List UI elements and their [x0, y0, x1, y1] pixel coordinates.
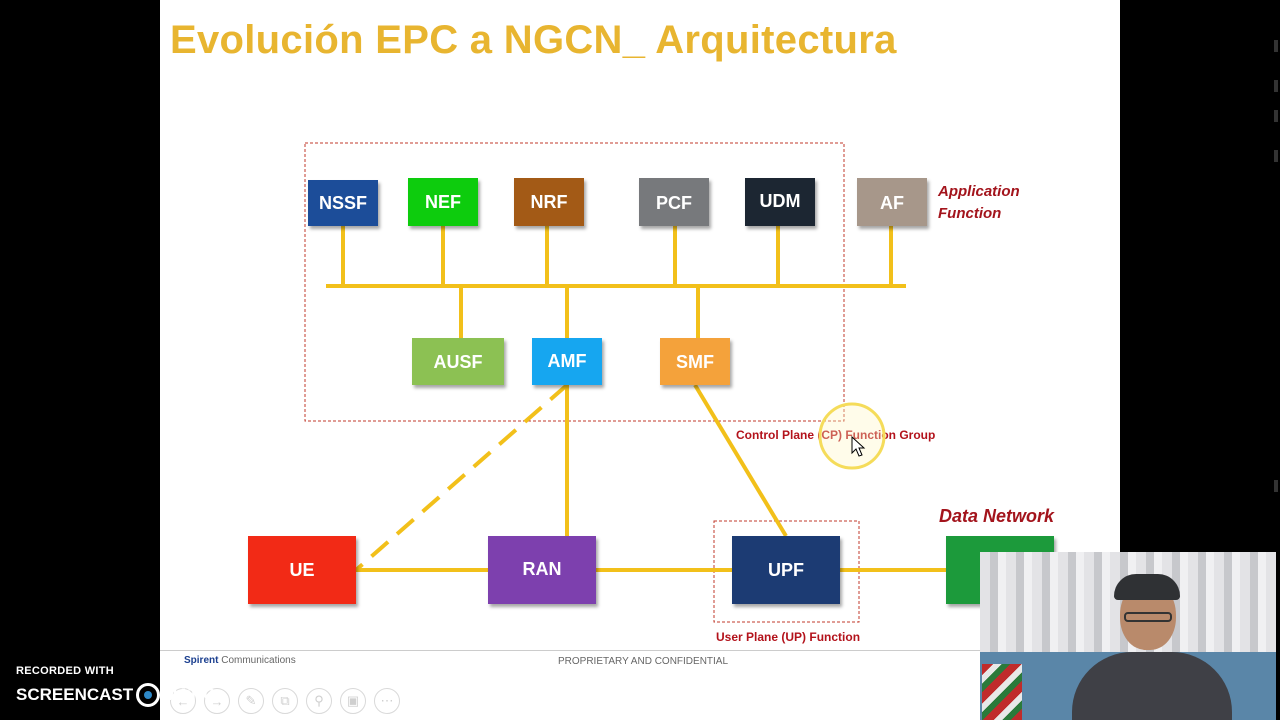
slide: Evolución EPC a NGCN_ Arquitectura	[160, 0, 1120, 720]
scrollbar-mark	[1274, 40, 1278, 52]
scrollbar-mark	[1274, 80, 1278, 92]
nf-smf[interactable]: SMF	[660, 338, 730, 385]
watermark-recorded-with: RECORDED WITH	[16, 665, 115, 677]
control-plane-group-box	[304, 142, 845, 422]
nf-nef-label: NEF	[425, 192, 461, 212]
nf-amf[interactable]: AMF	[532, 338, 602, 385]
nf-nrf[interactable]: NRF	[514, 178, 584, 226]
presenter-cap	[1114, 574, 1180, 600]
zoom-icon[interactable]: ⚲	[306, 688, 332, 714]
presenter-glasses	[1124, 612, 1172, 622]
more-icon[interactable]: ⋯	[374, 688, 400, 714]
nf-nssf[interactable]: NSSF	[308, 180, 378, 226]
node-ue[interactable]: UE	[248, 536, 356, 604]
nf-udm[interactable]: UDM	[745, 178, 815, 226]
footer-confidential: PROPRIETARY AND CONFIDENTIAL	[558, 656, 729, 667]
node-upf-label: UPF	[768, 560, 804, 580]
node-ran[interactable]: RAN	[488, 536, 596, 604]
node-ran-label: RAN	[523, 559, 562, 579]
forward-icon[interactable]: →	[204, 688, 230, 714]
footer-divider	[160, 650, 1120, 651]
af-note-line1: Application	[937, 183, 1020, 200]
nf-amf-label: AMF	[548, 351, 587, 371]
nf-nssf-label: NSSF	[319, 193, 367, 213]
watermark-brand-right: MATIC	[163, 685, 216, 704]
mouse-cursor-icon	[851, 435, 866, 457]
scrollbar-mark	[1274, 150, 1278, 162]
node-upf[interactable]: UPF	[732, 536, 840, 604]
webcam-decoration	[982, 664, 1022, 720]
service-bus	[326, 226, 906, 338]
nf-pcf[interactable]: PCF	[639, 178, 709, 226]
nf-nef[interactable]: NEF	[408, 178, 478, 226]
presenter-torso	[1072, 652, 1232, 720]
network-architecture-diagram: NSSF NEF NRF PCF UDM AF AUSF AMF	[248, 142, 1055, 644]
af-note-line2: Function	[938, 205, 1001, 222]
cursor-highlight	[818, 402, 886, 470]
watermark-brand-left: SCREENCAST	[16, 685, 134, 704]
player-toolbar: ← → ✎ ⧉ ⚲ ▣ ⋯	[170, 688, 400, 714]
nf-smf-label: SMF	[676, 352, 714, 372]
nf-af[interactable]: AF	[857, 178, 927, 226]
nf-ausf-label: AUSF	[434, 352, 483, 372]
control-plane-group-label: Control Plane (CP) Function Group	[736, 428, 935, 442]
screen-icon[interactable]: ▣	[340, 688, 366, 714]
nf-nrf-label: NRF	[531, 192, 568, 212]
nf-af-label: AF	[880, 193, 904, 213]
screencast-logo-icon	[136, 683, 161, 707]
data-network-label: Data Network	[939, 506, 1055, 526]
slide-title: Evolución EPC a NGCN_ Arquitectura	[170, 18, 897, 62]
user-plane-label: User Plane (UP) Function	[716, 630, 860, 644]
watermark-brand: SCREENCAST MATIC	[16, 683, 216, 707]
copy-icon[interactable]: ⧉	[272, 688, 298, 714]
interface-links	[354, 383, 946, 572]
scrollbar[interactable]	[1270, 0, 1280, 720]
nf-pcf-label: PCF	[656, 193, 692, 213]
pen-icon[interactable]: ✎	[238, 688, 264, 714]
nf-ausf[interactable]: AUSF	[412, 338, 504, 385]
webcam-overlay	[980, 552, 1276, 720]
back-icon[interactable]: ←	[170, 688, 196, 714]
footer-company: Spirent Communications	[184, 655, 296, 666]
nf-udm-label: UDM	[760, 191, 801, 211]
scrollbar-mark	[1274, 480, 1278, 492]
node-ue-label: UE	[289, 560, 314, 580]
scrollbar-mark	[1274, 110, 1278, 122]
